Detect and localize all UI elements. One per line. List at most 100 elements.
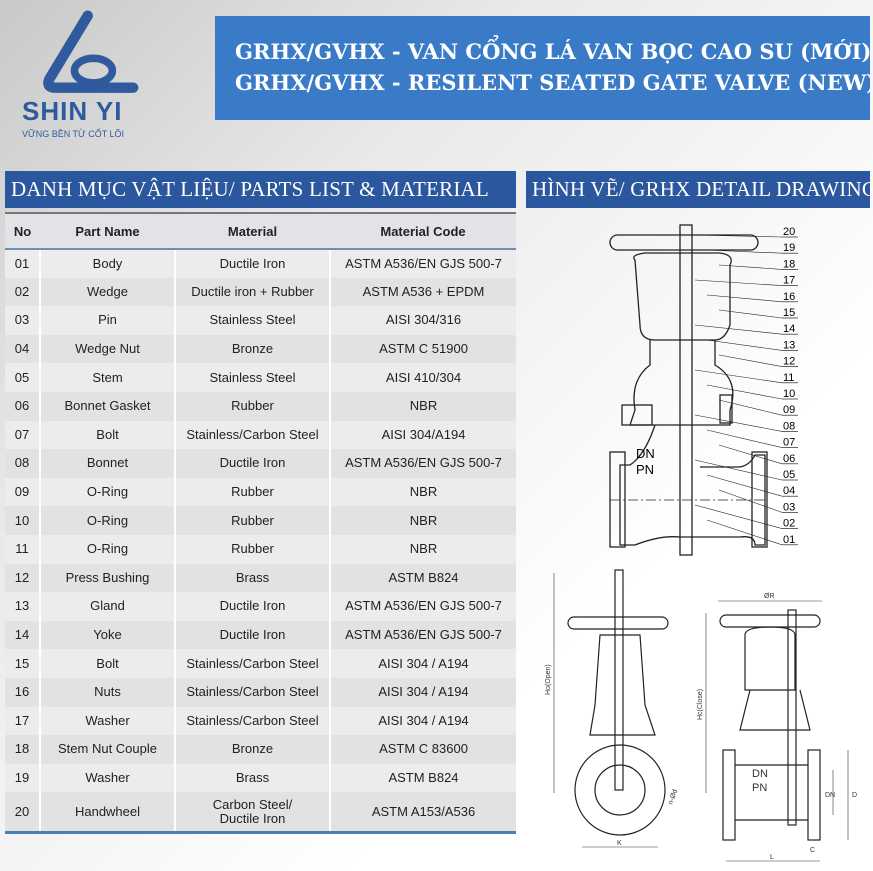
cell-no: 20 — [5, 792, 40, 833]
callout-11: 11 — [783, 372, 794, 384]
cell-part-name: Body — [39, 249, 175, 278]
cell-no: 09 — [5, 477, 40, 507]
cell-material-code: ASTM A536 + EPDM — [329, 277, 516, 307]
callout-17: 17 — [783, 275, 795, 287]
cell-material: Rubber — [174, 534, 330, 564]
callout-15: 15 — [783, 307, 795, 319]
title-english: GRHX/GVHX - RESILENT SEATED GATE VALVE (… — [235, 70, 870, 95]
dim-d: D — [852, 792, 857, 799]
cell-part-name: Washer — [39, 706, 175, 736]
cell-part-name: Washer — [39, 763, 175, 793]
cell-part-name: Wedge Nut — [39, 334, 175, 364]
leader-line — [706, 474, 783, 497]
cell-no: 18 — [5, 735, 40, 764]
cell-material: Ductile iron + Rubber — [174, 277, 330, 307]
cell-material-code: ASTM B824 — [329, 763, 516, 793]
parts-heading: DANH MỤC VẬT LIỆU/ PARTS LIST & MATERIAL — [5, 171, 516, 208]
cell-material: Stainless Steel — [174, 363, 330, 392]
callout-03: 03 — [783, 501, 795, 513]
cell-no: 13 — [5, 592, 40, 621]
cell-material: Stainless/Carbon Steel — [174, 677, 330, 707]
cell-no: 17 — [5, 706, 40, 736]
cell-part-name: Handwheel — [39, 792, 175, 833]
cell-part-name: Gland — [39, 592, 175, 621]
cell-material-code: ASTM A536/EN GJS 500-7 — [329, 449, 516, 478]
callout-08: 08 — [783, 420, 795, 432]
cell-part-name: Press Bushing — [39, 563, 175, 593]
callout-05: 05 — [783, 469, 795, 481]
cell-no: 03 — [5, 306, 40, 335]
callout-04: 04 — [783, 485, 795, 497]
cell-material: Rubber — [174, 506, 330, 535]
callout-07: 07 — [783, 437, 795, 449]
cell-material-code: AISI 304/A194 — [329, 420, 516, 450]
cell-no: 06 — [5, 391, 40, 421]
cell-material-code: NBR — [329, 477, 516, 507]
dim-l: L — [770, 854, 774, 861]
cell-material: Ductile Iron — [174, 592, 330, 621]
callout-09: 09 — [783, 404, 795, 416]
leader-line — [718, 264, 783, 270]
leader-line — [694, 504, 783, 529]
cell-no: 08 — [5, 449, 40, 478]
cell-material-code: ASTM C 83600 — [329, 735, 516, 764]
title-vietnamese: GRHX/GVHX - VAN CỔNG LÁ VAN BỌC CAO SU (… — [235, 39, 870, 64]
cell-part-name: Pin — [39, 306, 175, 335]
cell-material: Bronze — [174, 334, 330, 364]
dim-r: ØR — [764, 593, 775, 600]
callout-14: 14 — [783, 323, 795, 335]
col-no: No — [5, 213, 40, 250]
pn-mark-2: PN — [752, 782, 767, 794]
cell-material-code: ASTM C 51900 — [329, 334, 516, 364]
leader-line — [706, 519, 783, 546]
dim-close: Hc(Close) — [697, 689, 704, 720]
handwheel-shape — [609, 234, 759, 251]
callout-19: 19 — [783, 242, 795, 254]
cell-no: 01 — [5, 249, 40, 278]
leader-line — [718, 489, 783, 513]
leader-line — [694, 459, 783, 481]
leader-line — [706, 339, 783, 351]
cell-material: Rubber — [174, 477, 330, 507]
cell-material: Ductile Iron — [174, 620, 330, 650]
cell-material-code: ASTM A153/A536 — [329, 792, 516, 833]
leader-line — [706, 429, 783, 448]
callout-12: 12 — [783, 356, 795, 368]
brand-tagline: VỮNG BỀN TỪ CỐT LÕI — [22, 129, 125, 139]
cell-material-code: AISI 304 / A194 — [329, 706, 516, 736]
dimension-drawings: Ho(Open) Hc(Close) ØR K L C D DN n-Ød DN… — [545, 569, 857, 862]
cell-part-name: Stem Nut Couple — [39, 735, 175, 764]
leader-line — [706, 294, 783, 303]
cell-material: Stainless/Carbon Steel — [174, 706, 330, 736]
cell-part-name: Wedge — [39, 277, 175, 307]
cell-material: Bronze — [174, 735, 330, 764]
cell-no: 02 — [5, 277, 40, 307]
col-material-code: Material Code — [330, 213, 516, 250]
cell-material-code: NBR — [329, 506, 516, 535]
page-title: GRHX/GVHX - VAN CỔNG LÁ VAN BỌC CAO SU (… — [215, 16, 870, 120]
cell-material-code: AISI 304 / A194 — [329, 677, 516, 707]
cell-material: Stainless/Carbon Steel — [174, 649, 330, 678]
cell-part-name: Yoke — [39, 620, 175, 650]
cell-material-code: NBR — [329, 534, 516, 564]
leader-line — [718, 444, 783, 465]
cell-no: 11 — [5, 534, 40, 564]
dn-mark: DN — [636, 446, 655, 461]
cell-no: 07 — [5, 420, 40, 450]
cell-part-name: Bonnet Gasket — [39, 391, 175, 421]
cell-part-name: Stem — [39, 363, 175, 392]
